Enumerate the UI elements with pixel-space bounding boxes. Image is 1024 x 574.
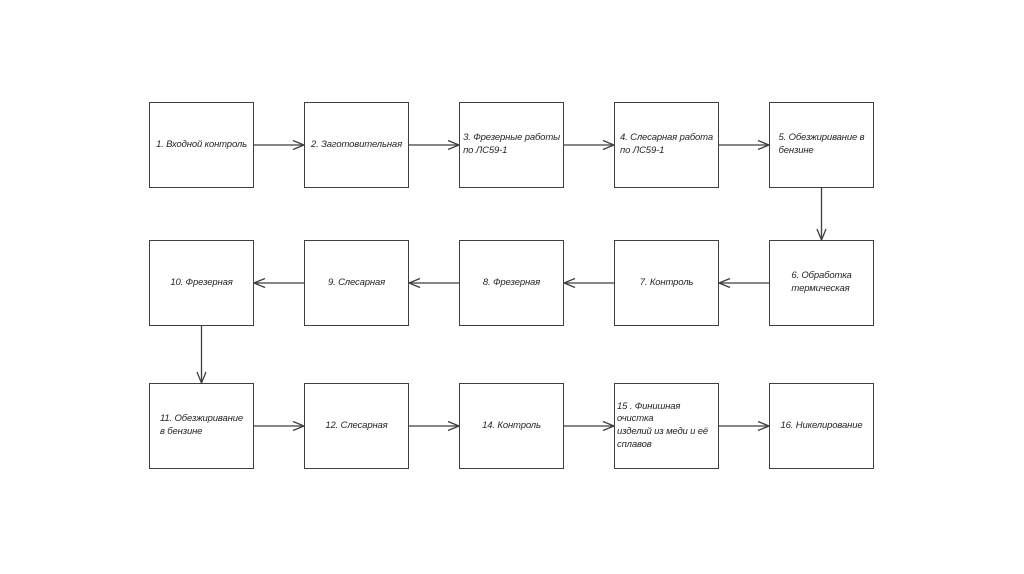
process-box-label: 5. Обезжиривание в бензине [778,132,865,156]
process-box-11: 11. Обезжиривание в бензине [149,383,254,469]
process-box-16: 16. Никелирование [769,383,874,469]
process-box-4: 4. Слесарная работа по ЛС59-1 [614,102,719,188]
process-box-label: 16. Никелирование [780,419,863,431]
process-box-label: 14. Контроль [482,419,541,431]
process-box-label: 6. Обработка термическая [791,270,852,294]
process-box-label: 11. Обезжиривание в бензине [159,413,244,437]
process-box-label: 12. Слесарная [325,419,388,431]
process-box-label: 8. Фрезерная [482,276,541,288]
process-box-12: 12. Слесарная [304,383,409,469]
process-box-6: 6. Обработка термическая [769,240,874,326]
process-box-label: 3. Фрезерные работы по ЛС59-1 [463,132,560,156]
process-box-10: 10. Фрезерная [149,240,254,326]
process-box-label: 9. Слесарная [327,276,386,288]
process-box-2: 2. Заготовительная [304,102,409,188]
process-box-label: 2. Заготовительная [311,138,402,150]
process-box-label: 15 . Финишная очистка изделий из меди и … [617,400,709,450]
process-box-label: 4. Слесарная работа по ЛС59-1 [620,132,713,156]
process-box-8: 8. Фрезерная [459,240,564,326]
process-box-1: 1. Входной контроль [149,102,254,188]
process-box-15: 15 . Финишная очистка изделий из меди и … [614,383,719,469]
process-box-label: 10. Фрезерная [170,276,233,288]
process-box-9: 9. Слесарная [304,240,409,326]
process-box-label: 1. Входной контроль [156,138,247,150]
process-box-14: 14. Контроль [459,383,564,469]
process-box-7: 7. Контроль [614,240,719,326]
process-box-label: 7. Контроль [639,276,694,288]
process-box-5: 5. Обезжиривание в бензине [769,102,874,188]
process-box-3: 3. Фрезерные работы по ЛС59-1 [459,102,564,188]
